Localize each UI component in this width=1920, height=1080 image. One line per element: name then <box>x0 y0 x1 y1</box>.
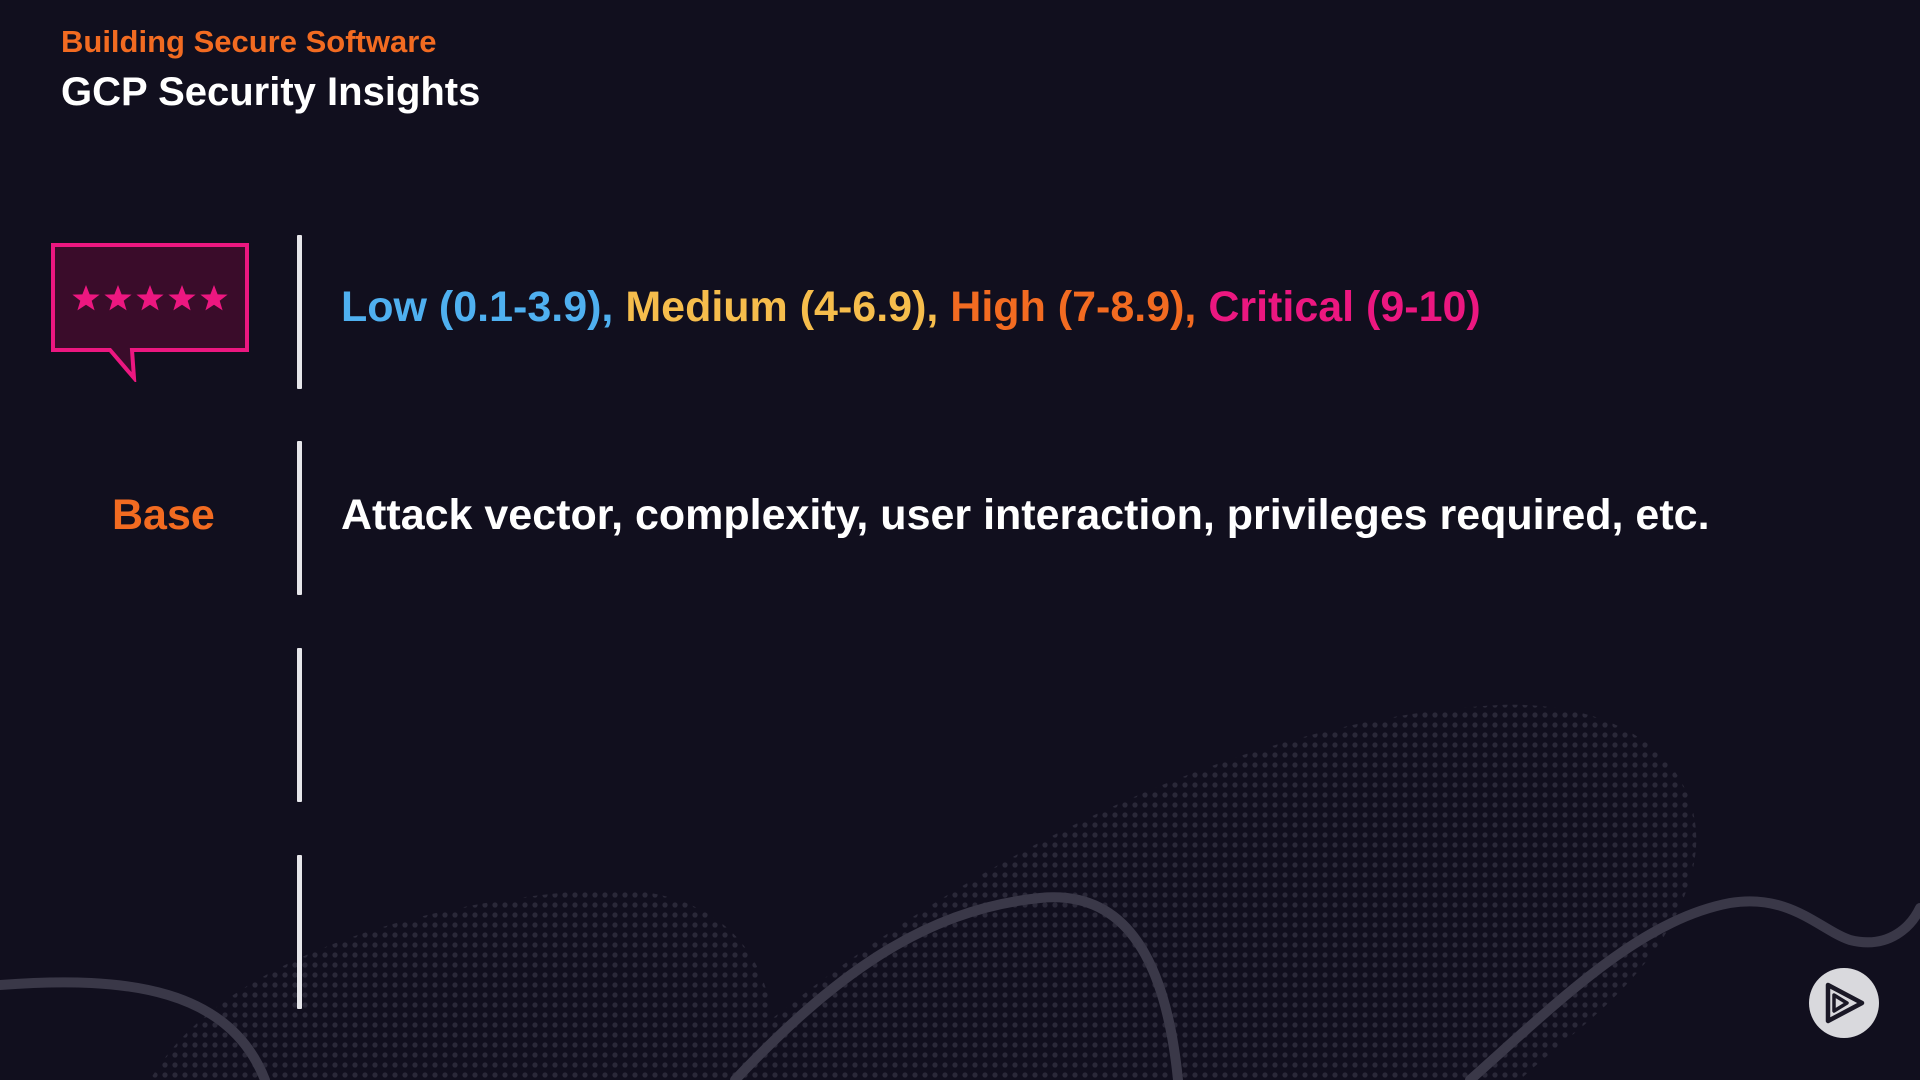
divider-1 <box>297 235 302 389</box>
severity-critical: Critical (9-10) <box>1208 283 1481 331</box>
severity-scale: Low (0.1-3.9), Medium (4-6.9), High (7-8… <box>341 283 1481 332</box>
severity-high: High (7-8.9), <box>950 283 1197 331</box>
course-title: Building Secure Software <box>61 24 437 59</box>
base-label: Base <box>112 491 215 539</box>
divider-4 <box>297 855 302 1009</box>
divider-3 <box>297 648 302 802</box>
severity-medium: Medium (4-6.9), <box>625 283 939 331</box>
module-title: GCP Security Insights <box>61 70 481 114</box>
play-button[interactable] <box>1809 968 1879 1038</box>
play-logo-icon <box>1825 982 1865 1024</box>
divider-2 <box>297 441 302 595</box>
base-description: Attack vector, complexity, user interact… <box>341 491 1710 539</box>
star-rating-speech-bubble-icon <box>51 243 249 382</box>
severity-low: Low (0.1-3.9), <box>341 283 614 331</box>
